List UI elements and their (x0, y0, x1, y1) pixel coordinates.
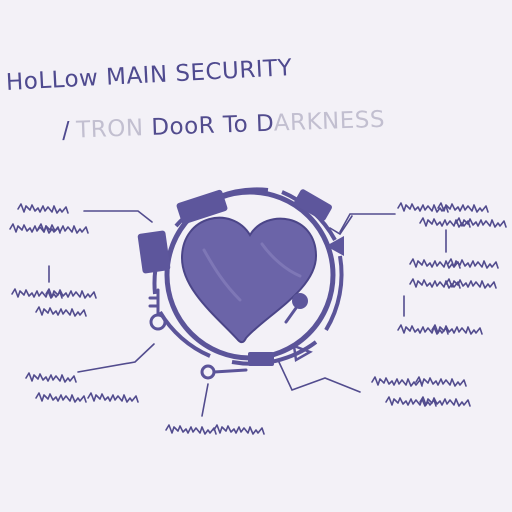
lock-ring-icon (137, 187, 344, 366)
annotation-left-bottom (25, 343, 155, 403)
annotation-right-top (329, 202, 507, 317)
annotation-bottom (165, 383, 265, 435)
pin-icon (284, 293, 308, 324)
annotation-right-bottom (277, 359, 471, 407)
annotation-right-middle (397, 324, 483, 335)
annotation-left-middle (11, 265, 97, 317)
heart-icon (180, 216, 318, 344)
keyhole-icon (148, 288, 248, 380)
triangle-icon (292, 236, 344, 362)
annotation-left-top (9, 203, 153, 234)
